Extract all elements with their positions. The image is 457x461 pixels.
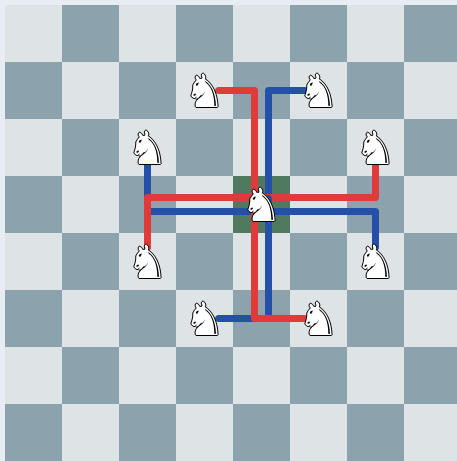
light-square[interactable]: [5, 347, 62, 404]
dark-square[interactable]: [347, 62, 404, 119]
dark-square[interactable]: [5, 62, 62, 119]
white-knight-icon[interactable]: ♞: [347, 119, 404, 176]
dark-square[interactable]: [404, 347, 457, 404]
dark-square[interactable]: [404, 5, 457, 62]
white-knight-icon[interactable]: ♞: [290, 62, 347, 119]
light-square[interactable]: [404, 176, 457, 233]
light-square[interactable]: [347, 347, 404, 404]
white-knight-icon[interactable]: ♞: [119, 119, 176, 176]
white-knight-icon[interactable]: ♞: [176, 290, 233, 347]
white-knight-icon[interactable]: ♞: [233, 176, 290, 233]
light-square[interactable]: [62, 404, 119, 461]
dark-square[interactable]: [290, 5, 347, 62]
light-square[interactable]: [290, 176, 347, 233]
white-knight-icon[interactable]: ♞: [119, 233, 176, 290]
light-square[interactable]: [62, 176, 119, 233]
dark-square[interactable]: [290, 233, 347, 290]
light-square[interactable]: [62, 290, 119, 347]
chessboard: ♞♞♞♞♞♞♞♞♞: [5, 5, 457, 461]
white-knight-icon[interactable]: ♞: [290, 290, 347, 347]
dark-square[interactable]: [119, 176, 176, 233]
dark-square[interactable]: [5, 404, 62, 461]
light-square[interactable]: [5, 119, 62, 176]
light-square[interactable]: [62, 62, 119, 119]
dark-square[interactable]: [176, 347, 233, 404]
light-square[interactable]: [404, 290, 457, 347]
dark-square[interactable]: [347, 176, 404, 233]
light-square[interactable]: [5, 5, 62, 62]
dark-square[interactable]: [176, 233, 233, 290]
dark-square[interactable]: [62, 119, 119, 176]
dark-square[interactable]: [404, 233, 457, 290]
dark-square[interactable]: [62, 5, 119, 62]
dark-square[interactable]: [290, 347, 347, 404]
dark-square[interactable]: [233, 62, 290, 119]
light-square[interactable]: [5, 233, 62, 290]
dark-square[interactable]: [404, 119, 457, 176]
dark-square[interactable]: [62, 233, 119, 290]
white-knight-icon[interactable]: ♞: [176, 62, 233, 119]
light-square[interactable]: [233, 347, 290, 404]
dark-square[interactable]: [119, 62, 176, 119]
white-knight-icon[interactable]: ♞: [347, 233, 404, 290]
dark-square[interactable]: [233, 404, 290, 461]
dark-square[interactable]: [290, 119, 347, 176]
dark-square[interactable]: [176, 119, 233, 176]
light-square[interactable]: [233, 119, 290, 176]
light-square[interactable]: [404, 62, 457, 119]
light-square[interactable]: [119, 347, 176, 404]
dark-square[interactable]: [233, 290, 290, 347]
light-square[interactable]: [233, 5, 290, 62]
light-square[interactable]: [233, 233, 290, 290]
light-square[interactable]: [347, 5, 404, 62]
dark-square[interactable]: [176, 5, 233, 62]
dark-square[interactable]: [119, 404, 176, 461]
light-square[interactable]: [404, 404, 457, 461]
dark-square[interactable]: [119, 290, 176, 347]
dark-square[interactable]: [5, 176, 62, 233]
light-square[interactable]: [290, 404, 347, 461]
light-square[interactable]: [176, 404, 233, 461]
dark-square[interactable]: [5, 290, 62, 347]
light-square[interactable]: [176, 176, 233, 233]
dark-square[interactable]: [347, 290, 404, 347]
dark-square[interactable]: [62, 347, 119, 404]
light-square[interactable]: [119, 5, 176, 62]
dark-square[interactable]: [347, 404, 404, 461]
